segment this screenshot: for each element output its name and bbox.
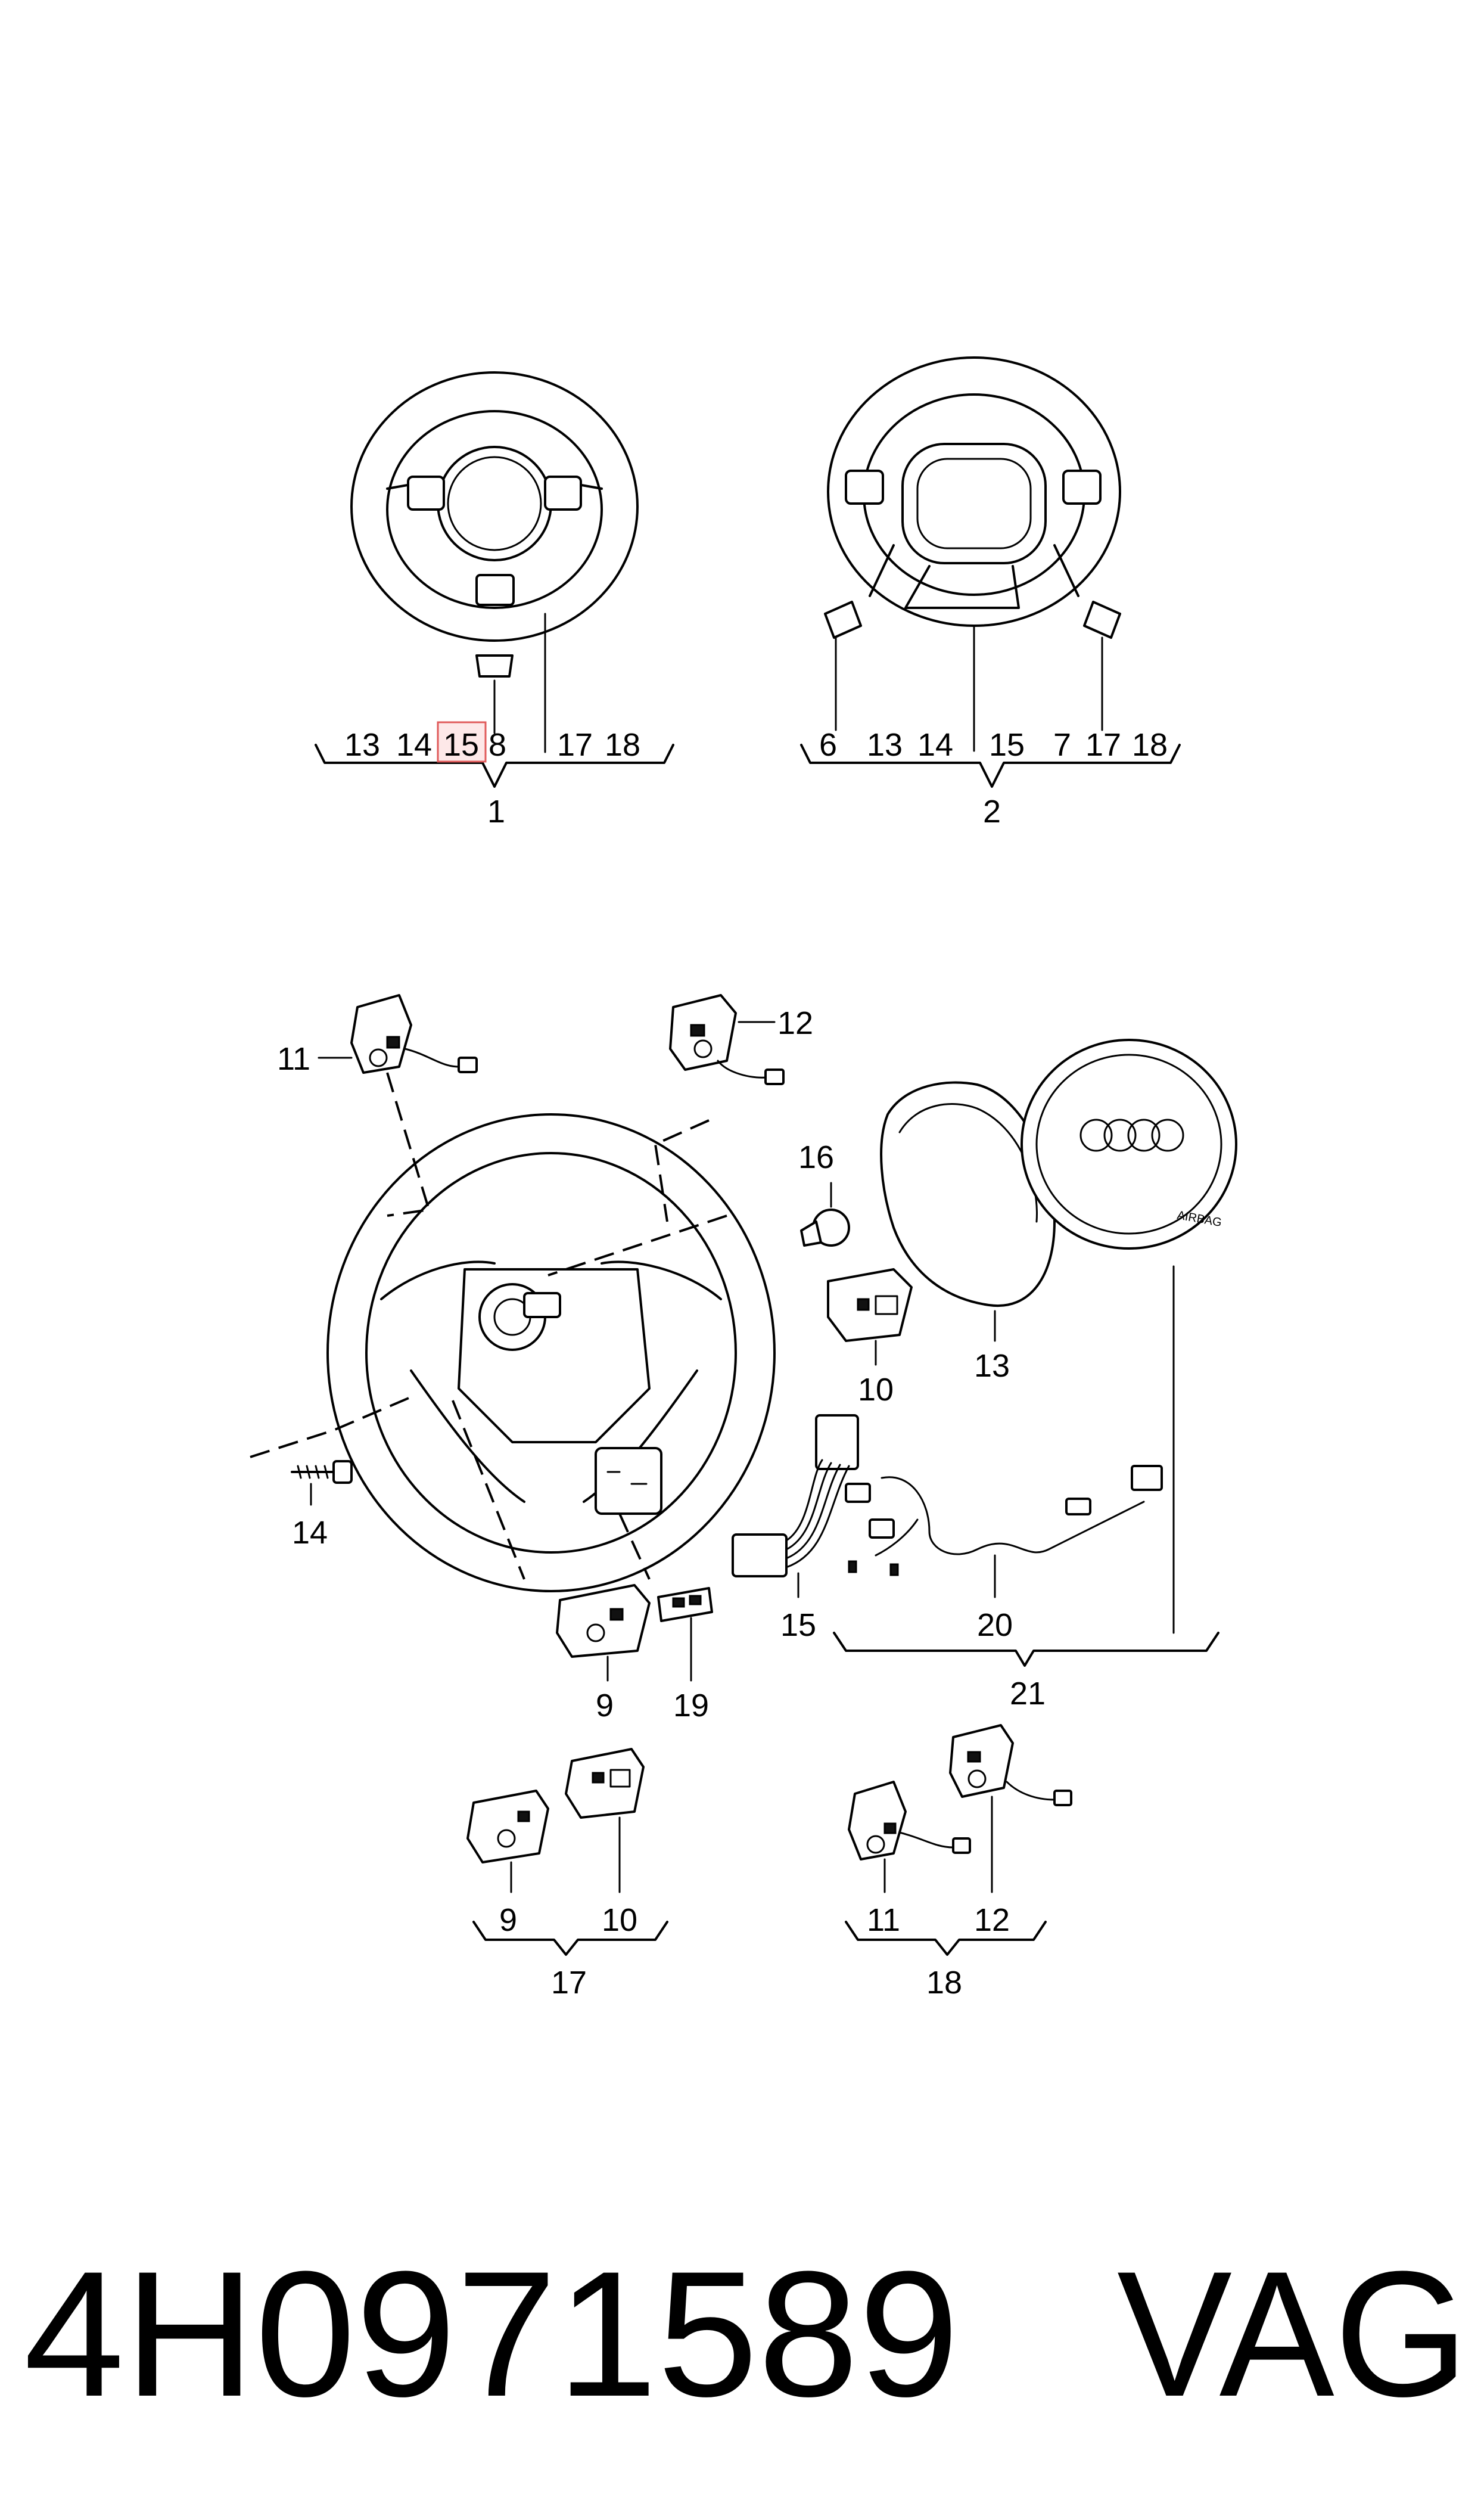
a2-label-6: 18 bbox=[1132, 727, 1168, 763]
g17-id: 17 bbox=[551, 1965, 587, 2001]
a2-id: 2 bbox=[983, 794, 1001, 830]
g18-id: 18 bbox=[926, 1965, 962, 2001]
a2-label-4: 7 bbox=[1053, 727, 1071, 763]
exploded-steering-wheel bbox=[326, 1113, 776, 1592]
callout-9: 9 bbox=[596, 1688, 614, 1723]
part-10-switch bbox=[827, 1268, 913, 1342]
a1-label-5: 18 bbox=[605, 727, 640, 763]
a2-label-3: 15 bbox=[989, 727, 1025, 763]
part-12-switch bbox=[669, 994, 785, 1085]
g17-label-0: 9 bbox=[499, 1902, 517, 1938]
part-number: 4H0971589 bbox=[24, 2234, 959, 2434]
g17-label-1: 10 bbox=[602, 1902, 637, 1938]
callout-15: 15 bbox=[780, 1607, 816, 1643]
a1-label-3: 8 bbox=[489, 727, 506, 763]
a1-label-2: 15 bbox=[443, 727, 479, 763]
a1-label-1: 14 bbox=[396, 727, 432, 763]
brand-name: VAG bbox=[1117, 2234, 1469, 2434]
steering-wheel-assembly-2 bbox=[800, 356, 1181, 788]
callout-14: 14 bbox=[292, 1515, 328, 1551]
g18-label-0: 11 bbox=[867, 1902, 900, 1938]
part-15-cable bbox=[732, 1414, 859, 1577]
part-19-plate bbox=[657, 1587, 713, 1622]
a1-label-4: 17 bbox=[557, 727, 593, 763]
callout-10: 10 bbox=[858, 1372, 894, 1408]
callout-13: 13 bbox=[974, 1348, 1010, 1384]
callout-21: 21 bbox=[1010, 1676, 1046, 1712]
a2-label-2: 14 bbox=[917, 727, 953, 763]
callout-16: 16 bbox=[798, 1139, 834, 1175]
a2-label-0: 6 bbox=[819, 727, 837, 763]
callout-20: 20 bbox=[977, 1607, 1013, 1643]
group-17-switches bbox=[466, 1748, 668, 1956]
a1-label-0: 13 bbox=[344, 727, 380, 763]
callout-19: 19 bbox=[673, 1688, 709, 1723]
steering-wheel-assembly-1 bbox=[315, 371, 674, 788]
a2-label-5: 17 bbox=[1085, 727, 1121, 763]
a2-label-1: 13 bbox=[867, 727, 903, 763]
part-14-screw bbox=[291, 1460, 353, 1484]
part-20-harness bbox=[845, 1465, 1163, 1576]
part-13-airbag: AIRBAG bbox=[880, 1039, 1237, 1307]
highlight-box bbox=[437, 721, 487, 763]
group-18-switches bbox=[845, 1724, 1072, 1956]
bracket-21 bbox=[833, 1632, 1219, 1667]
callout-11: 11 bbox=[277, 1041, 310, 1077]
part-9-switch bbox=[556, 1584, 651, 1658]
callout-12: 12 bbox=[777, 1005, 813, 1041]
part-16-bolt bbox=[800, 1209, 850, 1247]
part-11-switch bbox=[350, 994, 478, 1074]
dashed-leader-lines bbox=[250, 1072, 727, 1580]
a1-id: 1 bbox=[487, 794, 505, 830]
g18-label-1: 12 bbox=[974, 1902, 1010, 1938]
